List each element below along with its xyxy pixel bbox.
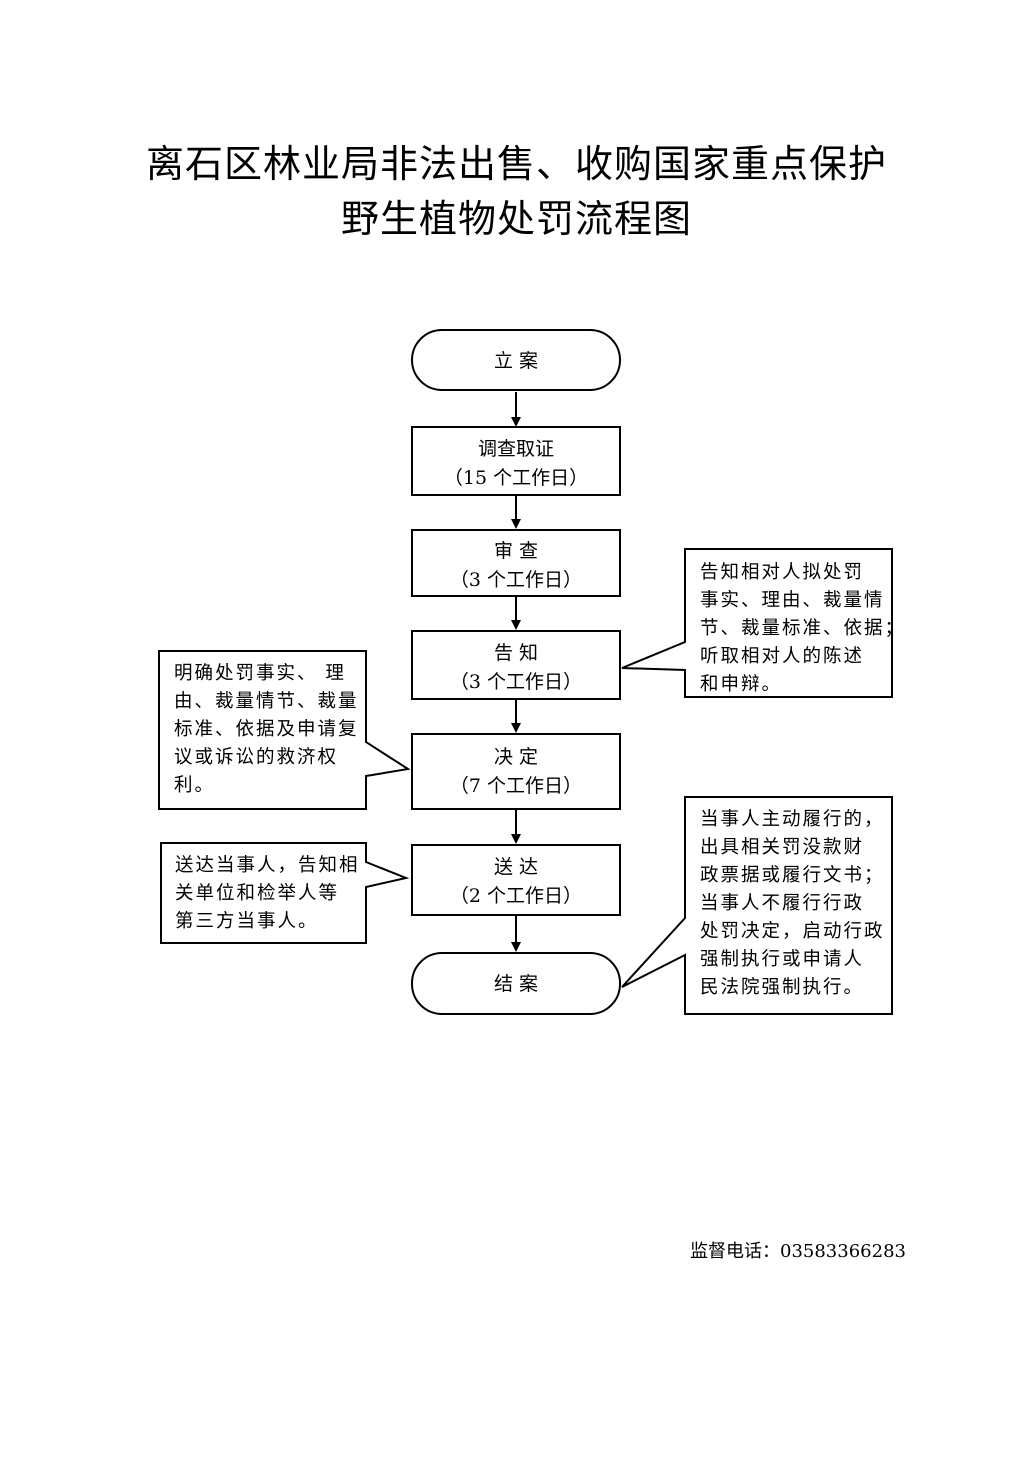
node-notify: 告 知 （3 个工作日） bbox=[411, 630, 621, 700]
end-note-line: 出具相关罚没款财 bbox=[700, 837, 864, 858]
node-deliver: 送 达 （2 个工作日） bbox=[411, 844, 621, 916]
end-note-line: 当事人主动履行的， bbox=[700, 809, 885, 830]
end-note-line: 民法院强制执行。 bbox=[700, 977, 864, 998]
supervision-phone: 监督电话：03583366283 bbox=[690, 1241, 906, 1262]
deliver-note-text: 送达当事人，告知相 关单位和检举人等 第三方当事人。 bbox=[175, 855, 367, 932]
node-notify-duration: （3 个工作日） bbox=[450, 671, 582, 693]
node-deliver-duration: （2 个工作日） bbox=[450, 885, 582, 907]
decide-note-line: 由、裁量情节、裁量 bbox=[174, 691, 359, 712]
notify-note-line: 听取相对人的陈述 bbox=[700, 646, 864, 667]
page-title-line-2: 野生植物处罚流程图 bbox=[340, 197, 692, 241]
end-note-line: 强制执行或申请人 bbox=[700, 949, 864, 970]
decide-note-line: 明确处罚事实、 理 bbox=[174, 663, 346, 684]
node-decide: 决 定 （7 个工作日） bbox=[411, 733, 621, 810]
deliver-note-line: 关单位和检举人等 bbox=[175, 883, 339, 904]
decide-note-line: 标准、依据及申请复 bbox=[174, 719, 359, 740]
end-note-text: 当事人主动履行的， 出具相关罚没款财 政票据或履行文书； 当事人不履行行政 处罚… bbox=[700, 809, 892, 998]
deliver-note-line: 送达当事人，告知相 bbox=[175, 855, 360, 876]
notify-note-line: 事实、理由、裁量情 bbox=[700, 590, 885, 611]
node-end: 结 案 bbox=[411, 952, 621, 1015]
decide-note-text: 明确处罚事实、 理 由、裁量情节、裁量 标准、依据及申请复 议或诉讼的救济权 利… bbox=[174, 663, 366, 796]
end-note-line: 处罚决定，启动行政 bbox=[700, 921, 885, 942]
end-note-line: 当事人不履行行政 bbox=[700, 893, 864, 914]
node-notify-label: 告 知 bbox=[494, 642, 538, 664]
node-decide-duration: （7 个工作日） bbox=[450, 775, 582, 797]
callout-deliver-note: 送达当事人，告知相 关单位和检举人等 第三方当事人。 bbox=[160, 842, 410, 944]
node-review-label: 审 查 bbox=[494, 540, 538, 562]
decide-note-line: 议或诉讼的救济权 bbox=[174, 747, 338, 768]
node-start: 立 案 bbox=[411, 329, 621, 391]
node-investigate-label: 调查取证 bbox=[478, 438, 554, 460]
callout-end-note: 当事人主动履行的， 出具相关罚没款财 政票据或履行文书； 当事人不履行行政 处罚… bbox=[621, 796, 893, 1015]
notify-note-text: 告知相对人拟处罚 事实、理由、裁量情 节、裁量标准、依据； 听取相对人的陈述 和… bbox=[700, 562, 913, 695]
node-decide-label: 决 定 bbox=[494, 746, 538, 768]
page-title-line-1: 离石区林业局非法出售、收购国家重点保护 bbox=[145, 142, 887, 186]
node-review-duration: （3 个工作日） bbox=[450, 569, 582, 591]
callout-decide-note: 明确处罚事实、 理 由、裁量情节、裁量 标准、依据及申请复 议或诉讼的救济权 利… bbox=[158, 650, 411, 810]
node-end-label: 结 案 bbox=[494, 973, 538, 995]
deliver-note-line: 第三方当事人。 bbox=[175, 911, 319, 932]
end-note-line: 政票据或履行文书； bbox=[700, 865, 885, 886]
node-investigate: 调查取证 （15 个工作日） bbox=[411, 426, 621, 496]
node-review: 审 查 （3 个工作日） bbox=[411, 529, 621, 597]
notify-note-line: 和申辩。 bbox=[700, 674, 782, 695]
notify-note-line: 告知相对人拟处罚 bbox=[700, 562, 864, 583]
node-deliver-label: 送 达 bbox=[494, 856, 538, 878]
notify-note-line: 节、裁量标准、依据； bbox=[700, 618, 905, 639]
node-start-label: 立 案 bbox=[494, 350, 538, 372]
callout-notify-note: 告知相对人拟处罚 事实、理由、裁量情 节、裁量标准、依据； 听取相对人的陈述 和… bbox=[621, 548, 913, 698]
decide-note-line: 利。 bbox=[174, 775, 215, 796]
node-investigate-duration: （15 个工作日） bbox=[444, 467, 588, 489]
